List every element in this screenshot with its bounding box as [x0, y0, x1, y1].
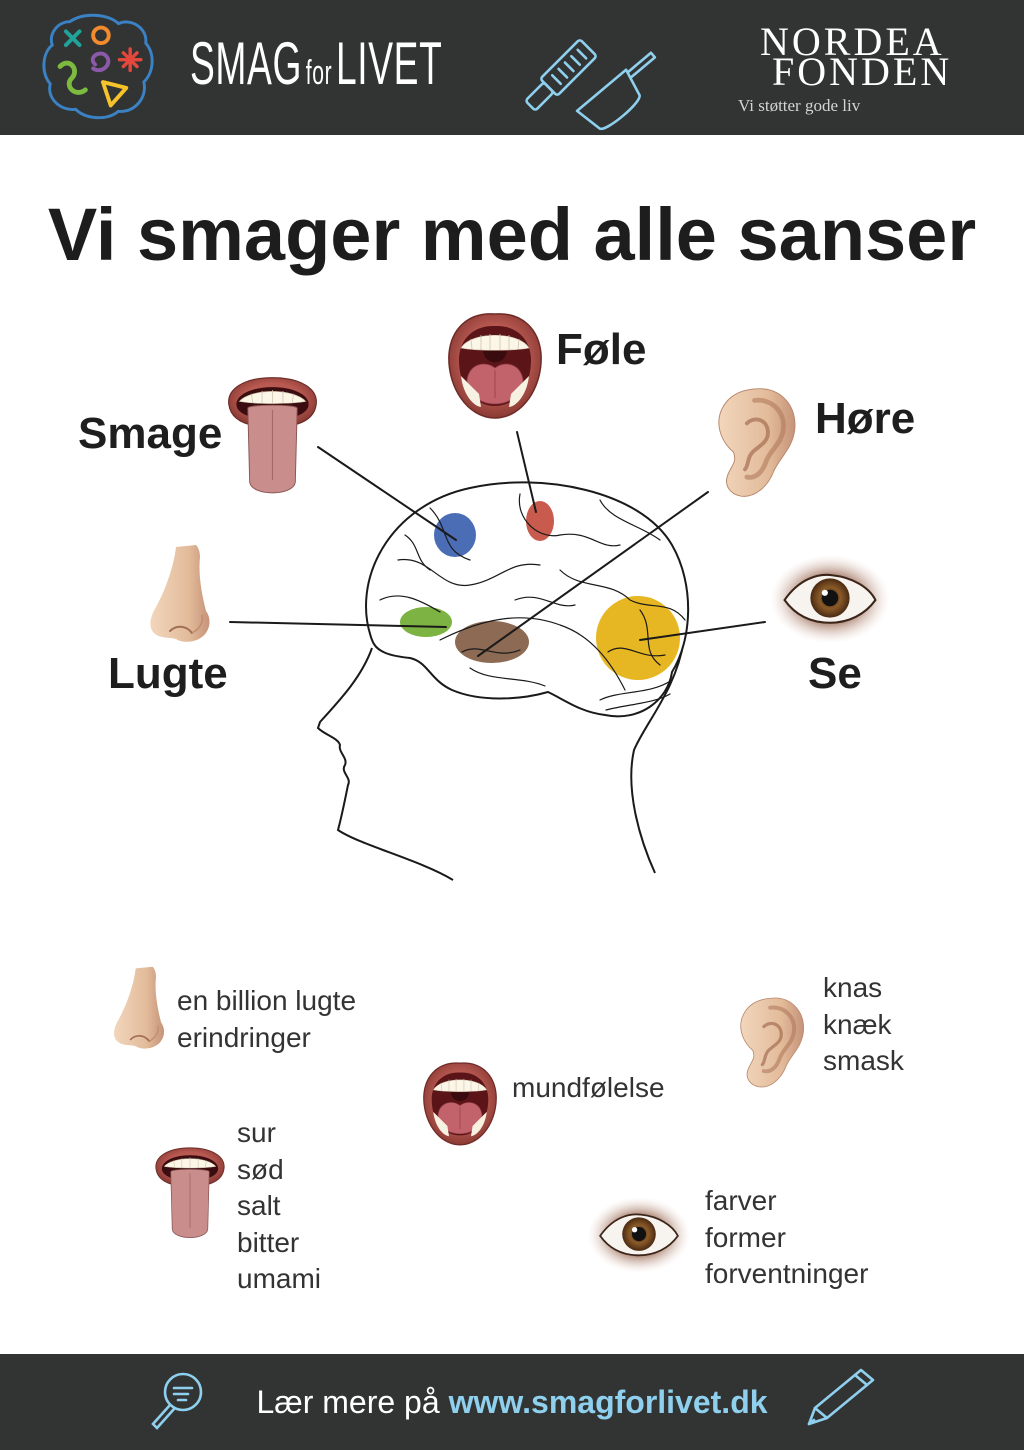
ear-icon [735, 995, 807, 1090]
partner-logo-line2: FONDEN [772, 49, 953, 94]
hear-connector [477, 491, 709, 657]
sight-connector [639, 621, 766, 641]
list-item: sur [237, 1117, 276, 1148]
smell-region [400, 607, 452, 637]
feel-detail-list: mundfølelse [512, 1070, 665, 1107]
label-se: Se [808, 649, 862, 698]
label-hore: Høre [815, 394, 916, 443]
smell-detail-list: en billion lugte erindringer [177, 983, 356, 1056]
feel-region [526, 501, 554, 541]
smell-connector [229, 621, 447, 628]
brand-part-livet: LIVET [335, 30, 443, 97]
brand-part-smag: SMAG [190, 30, 303, 97]
list-item: knæk [823, 1008, 892, 1040]
grater-icon [525, 39, 597, 111]
list-item: forventninger [705, 1258, 869, 1289]
website-link[interactable]: www.smagforlivet.dk [448, 1384, 768, 1420]
head-profile-brain-icon [229, 431, 766, 881]
list-item: knas [823, 972, 883, 1003]
partner-logo-line1: NORDEA [760, 19, 945, 64]
list-item: en billion lugte [177, 985, 357, 1016]
hear-detail-list: knas knæk smask [823, 970, 904, 1080]
label-lugte: Lugte [108, 649, 228, 698]
taste-region [434, 513, 476, 557]
head-front-outline [316, 647, 454, 881]
list-item: farver [705, 1185, 777, 1216]
label-smage: Smage [78, 409, 223, 458]
pan-icon [575, 51, 657, 130]
nose-icon [148, 545, 213, 645]
footer-prefix: Lær mere på [256, 1384, 440, 1420]
ear-icon [708, 385, 803, 500]
list-item: sød [237, 1153, 284, 1185]
taste-detail-list: sur sød salt bitter umami [237, 1115, 321, 1298]
tongue-icon [153, 1142, 227, 1247]
eye-icon [768, 552, 892, 646]
list-item: umami [237, 1263, 322, 1294]
sight-region [596, 596, 680, 680]
list-item: erindringer [177, 1021, 311, 1053]
tongue-icon [225, 375, 320, 500]
feel-connector [516, 431, 537, 513]
list-item: mundfølelse [512, 1072, 665, 1103]
magnifier-icon [151, 1372, 203, 1430]
brain-folds [379, 493, 686, 711]
nose-icon [112, 965, 167, 1053]
smag-for-livet-logo-icon [42, 13, 154, 120]
head-back-outline [630, 639, 685, 874]
list-item: salt [237, 1190, 281, 1221]
eye-icon [586, 1195, 692, 1275]
list-item: former [705, 1221, 786, 1253]
kitchen-icons [525, 39, 657, 130]
partner-tagline: Vi støtter gode liv [738, 96, 861, 115]
open-mouth-icon [420, 1060, 500, 1148]
list-item: bitter [237, 1226, 300, 1258]
brand-part-for: for [305, 54, 333, 92]
page-title: Vi smager med alle sanser [47, 193, 977, 276]
list-item: smask [823, 1045, 904, 1076]
connector-lines [229, 431, 766, 657]
sight-detail-list: farver former forventninger [705, 1183, 868, 1293]
open-mouth-icon [445, 310, 545, 422]
pencil-icon [807, 1368, 875, 1426]
taste-connector [317, 446, 457, 541]
label-fole: Føle [556, 325, 647, 374]
